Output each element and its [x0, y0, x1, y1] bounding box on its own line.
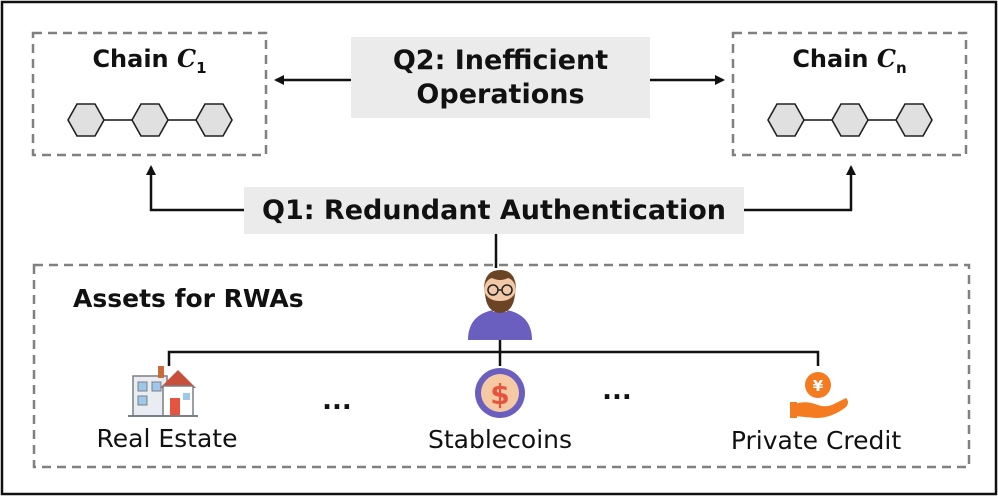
- block-hexagon: [895, 103, 933, 137]
- assets-box: [32, 263, 971, 469]
- q1-label: Q1: Redundant Authentication: [262, 195, 726, 226]
- ellipsis-left: ...: [322, 386, 352, 416]
- ellipsis-right: ...: [602, 376, 632, 406]
- chain-right-symbol: C: [876, 44, 896, 73]
- chain-right-label: Chain: [792, 45, 877, 73]
- chain-left-symbol: C: [177, 44, 197, 73]
- block-hexagon: [67, 103, 105, 137]
- dollar-coin-icon: $: [475, 368, 525, 418]
- q2-box: Q2: Inefficient Operations: [351, 37, 650, 118]
- q1-arrow-left: [146, 165, 244, 212]
- block-hexagon: [767, 103, 805, 137]
- block-hexagon: [131, 103, 169, 137]
- q2-line1: Q2: Inefficient: [392, 44, 609, 76]
- block-hexagon: [831, 103, 869, 137]
- svg-text:¥: ¥: [813, 377, 824, 395]
- chain-right-subscript: n: [895, 58, 907, 77]
- chain-left-title: Chain C1: [33, 44, 266, 77]
- chain-left-blocks: [67, 103, 233, 137]
- svg-text:$: $: [490, 378, 509, 411]
- block-hexagon: [195, 103, 233, 137]
- q1-box: Q1: Redundant Authentication: [244, 187, 744, 234]
- assets-title: Assets for RWAs: [73, 284, 304, 313]
- assets-bracket-line: [167, 350, 820, 366]
- asset-label-private-credit: Private Credit: [730, 426, 902, 455]
- q1-arrow-right: [744, 165, 856, 212]
- house-icon: [128, 366, 198, 417]
- chain-left-label: Chain: [92, 45, 177, 73]
- chain-right-blocks: [767, 103, 933, 137]
- yen-coin-hand-icon: ¥: [790, 372, 848, 418]
- asset-label-stablecoins: Stablecoins: [427, 425, 573, 454]
- q2-line2: Operations: [416, 78, 585, 110]
- chain-left-box: [31, 31, 268, 157]
- user-icon: [468, 270, 532, 340]
- chain-right-title: Chain Cn: [733, 44, 966, 77]
- asset-label-real-estate: Real Estate: [96, 424, 238, 453]
- chain-left-subscript: 1: [196, 58, 207, 77]
- chain-right-box: [731, 31, 968, 157]
